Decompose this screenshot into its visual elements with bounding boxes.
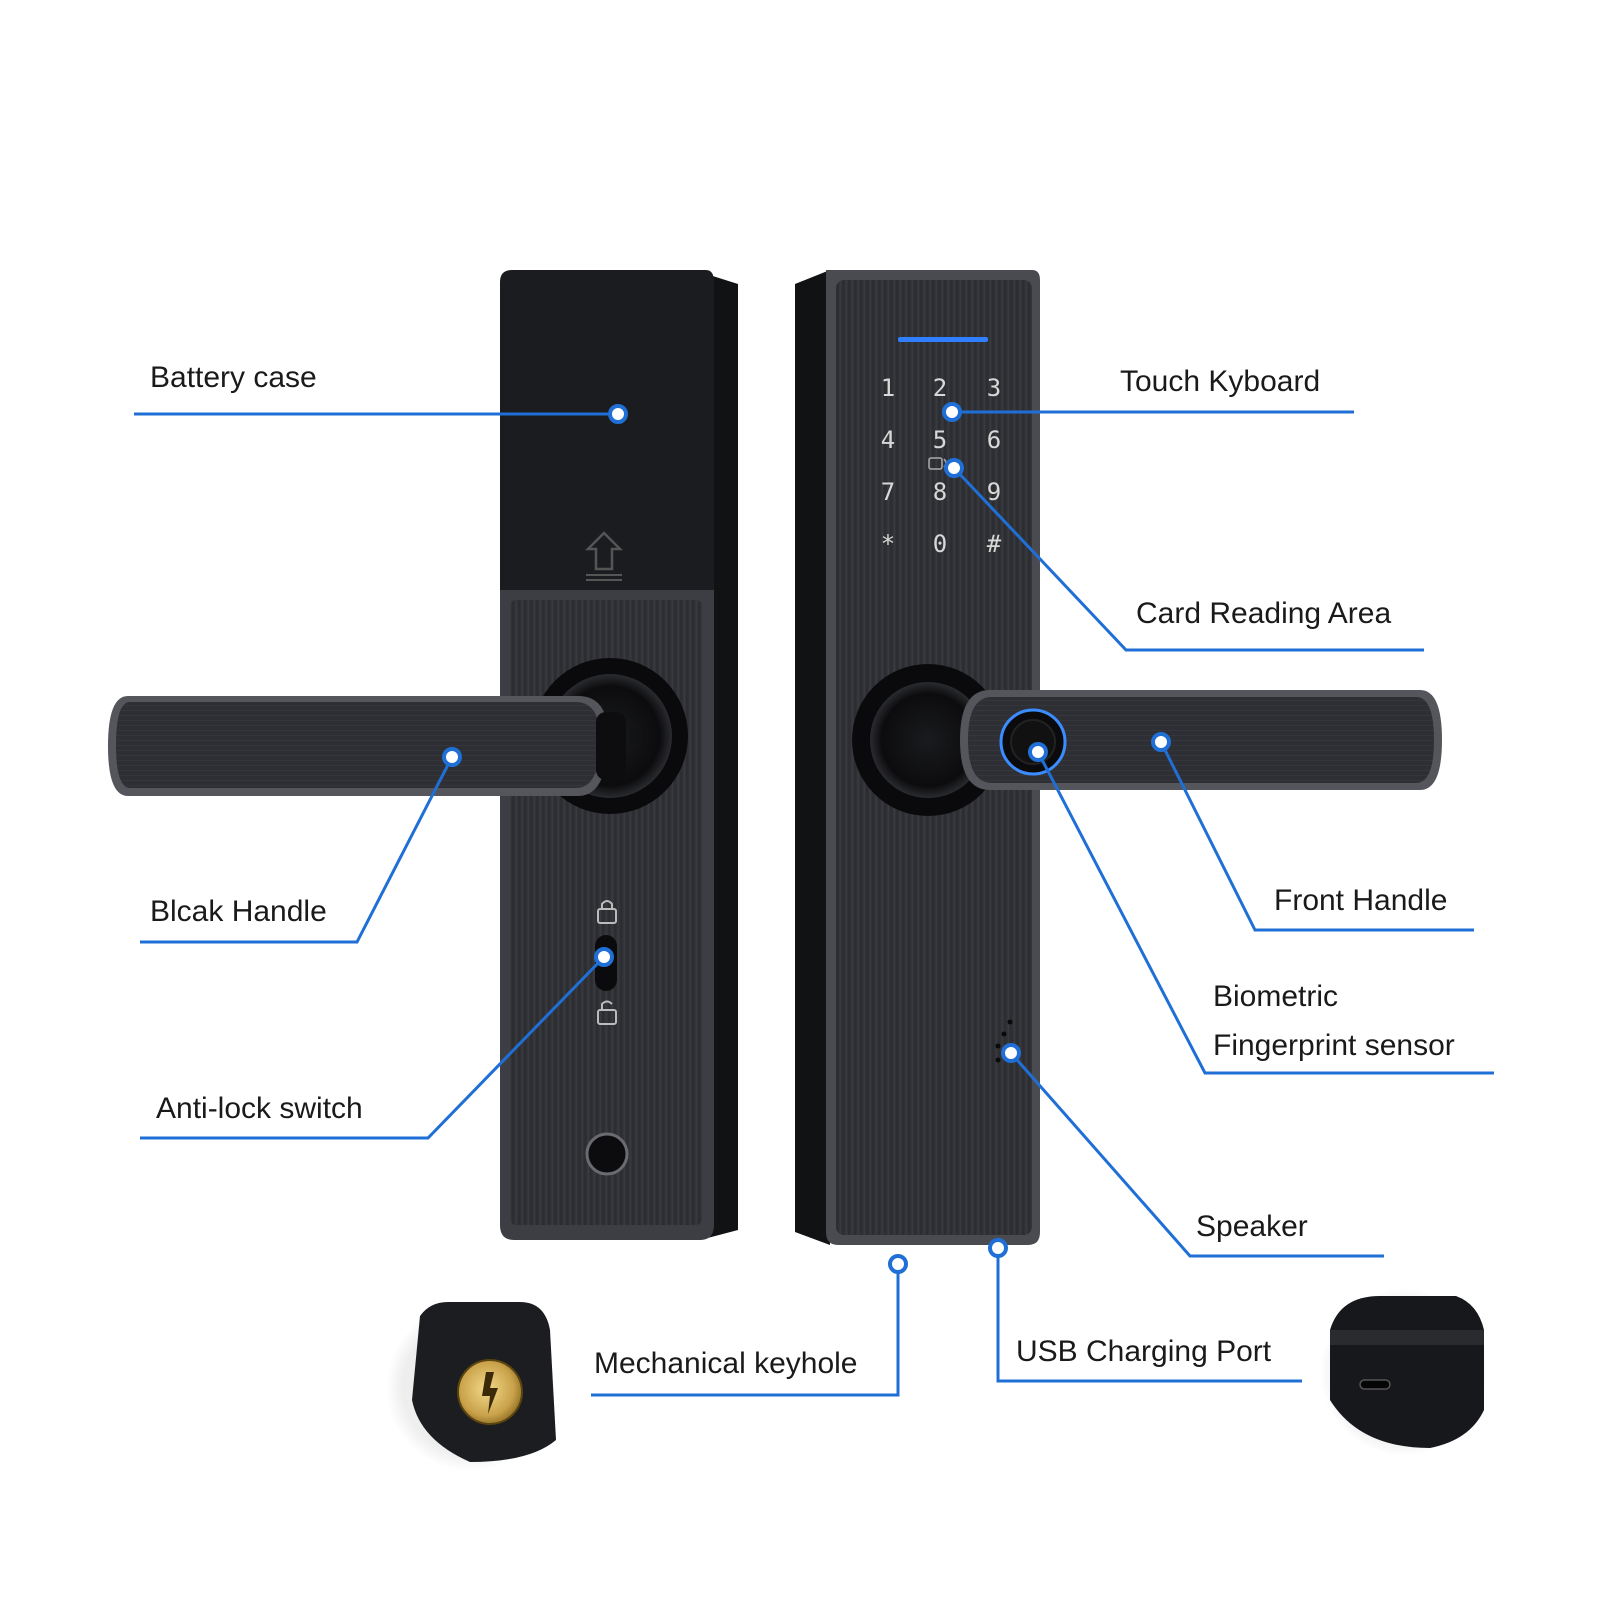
speaker-label: Speaker bbox=[1196, 1210, 1308, 1243]
battery-door-arrow-icon bbox=[584, 531, 624, 581]
anti-lock-switch-label: Anti-lock switch bbox=[156, 1092, 363, 1125]
callout-dots bbox=[442, 402, 1171, 1274]
keypad-key[interactable]: 2 bbox=[933, 374, 947, 402]
lock-closed-icon bbox=[597, 900, 617, 924]
back-handle-label: Blcak Handle bbox=[150, 895, 327, 928]
speaker-grille bbox=[995, 1019, 1013, 1063]
card-reading-area-label: Card Reading Area bbox=[1136, 597, 1392, 630]
keypad-key[interactable]: 9 bbox=[987, 478, 1001, 506]
front-lock-body: 1 2 3 4 5 6 7 8 9 * 0 # bbox=[795, 270, 1040, 1245]
keyhole-inset bbox=[386, 1302, 556, 1471]
keypad-key[interactable]: * bbox=[881, 530, 895, 558]
battery-cover bbox=[500, 270, 714, 590]
mechanical-keyhole-label: Mechanical keyhole bbox=[594, 1347, 858, 1380]
back-handle bbox=[108, 696, 626, 796]
brass-cylinder-icon bbox=[457, 1359, 523, 1425]
keypad-key[interactable]: 7 bbox=[881, 478, 895, 506]
battery-case-label: Battery case bbox=[150, 361, 317, 394]
front-handle bbox=[960, 690, 1442, 790]
keypad-key[interactable]: 1 bbox=[881, 374, 895, 402]
usb-charging-port-label: USB Charging Port bbox=[1016, 1335, 1272, 1368]
status-light-bar bbox=[898, 337, 988, 342]
lock-open-icon bbox=[597, 1000, 617, 1025]
callouts bbox=[134, 410, 1494, 1397]
keypad-key[interactable]: 6 bbox=[987, 426, 1001, 454]
fingerprint-sensor-label-line2: Fingerprint sensor bbox=[1213, 1029, 1455, 1062]
keypad-key[interactable]: 8 bbox=[933, 478, 947, 506]
fingerprint-sensor-icon[interactable] bbox=[999, 708, 1067, 776]
keypad-key[interactable]: 5 bbox=[933, 426, 947, 454]
keypad-key[interactable]: 3 bbox=[987, 374, 1001, 402]
keypad-key[interactable]: 0 bbox=[933, 530, 947, 558]
touch-keyboard-label: Touch Kyboard bbox=[1120, 365, 1321, 398]
keypad-key[interactable]: # bbox=[987, 530, 1002, 558]
keyhole-port bbox=[585, 1132, 629, 1176]
usb-c-port-icon bbox=[1359, 1379, 1391, 1390]
front-handle-label: Front Handle bbox=[1274, 884, 1448, 917]
keypad-key[interactable]: 4 bbox=[881, 426, 895, 454]
usb-inset bbox=[1320, 1288, 1488, 1456]
keypad: 1 2 3 4 5 6 7 8 9 * 0 # bbox=[881, 374, 1002, 558]
fingerprint-sensor-label-line1: Biometric bbox=[1213, 980, 1339, 1013]
